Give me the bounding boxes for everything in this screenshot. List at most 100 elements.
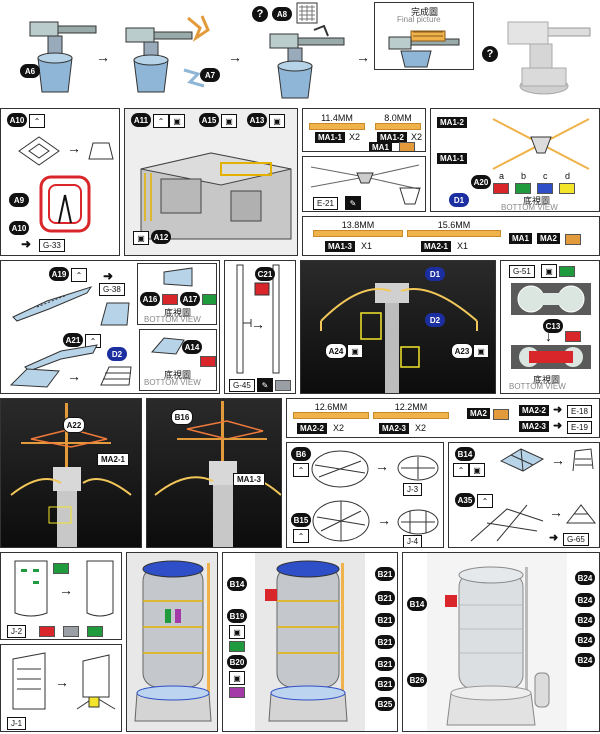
funnel-j1-flat bbox=[12, 652, 46, 710]
glue-icon: ▣ bbox=[229, 625, 245, 639]
part-label-a35: A35 bbox=[455, 493, 475, 507]
fold-icon: ⌃ bbox=[71, 268, 87, 282]
code-ma1: MA1 bbox=[369, 142, 392, 151]
b15-frame-folded bbox=[397, 509, 439, 535]
funnel-photo-2-illustration bbox=[255, 553, 365, 731]
ref-arrow: ➜ bbox=[553, 404, 563, 416]
ma2-dims-panel: 12.6MM 12.2MM MA2-2 X2 MA2-3 X2 MA2 MA2-… bbox=[286, 398, 600, 438]
glue-icon: ▣ bbox=[473, 344, 489, 358]
step-arrow: → bbox=[96, 49, 110, 65]
fold-icon: ⌃ bbox=[153, 114, 169, 128]
part-label-b21-3: B21 bbox=[375, 613, 395, 627]
part-label-a11: A11 bbox=[131, 113, 151, 127]
bottom-view-en-3: BOTTOM VIEW bbox=[144, 378, 201, 387]
bottom-view-cn-2: 底視圖 bbox=[164, 308, 192, 318]
part-label-b24-4: B24 bbox=[575, 633, 595, 647]
orange-swatch-3 bbox=[493, 409, 509, 420]
orange-swatch bbox=[399, 142, 415, 151]
ref-g38: G-38 bbox=[99, 283, 125, 296]
part-label-d1b: D1 bbox=[425, 267, 445, 281]
dim-8-0mm: 8.0MM bbox=[375, 113, 421, 130]
gray-swatch-j2 bbox=[63, 626, 79, 637]
step-arrow: → bbox=[251, 316, 265, 332]
sub-b: b bbox=[521, 171, 527, 181]
ref-j2: J-2 bbox=[7, 625, 27, 638]
qty-x2c: X2 bbox=[333, 423, 345, 433]
glue-icon: ▣ bbox=[541, 264, 557, 278]
g51-panel: G-51 ▣ C13 ↓ 底視圖 BOTTOM VIEW bbox=[500, 260, 600, 394]
mast-side-panel: C21 → G-45 ✎ bbox=[224, 260, 296, 394]
final-gun-illustration bbox=[388, 30, 460, 68]
part-label-b6: B6 bbox=[291, 447, 311, 461]
code-ma2-3b: MA2-3 bbox=[519, 421, 550, 432]
ref-j3: J-3 bbox=[403, 483, 423, 496]
part-label-c13: C13 bbox=[543, 319, 563, 333]
sub-d: d bbox=[565, 171, 571, 181]
code-ma1-3: MA1-3 bbox=[325, 241, 356, 252]
step-arrow: → bbox=[375, 458, 389, 474]
code-ma1c: MA1 bbox=[509, 233, 532, 244]
part-label-a21: A21 bbox=[63, 333, 83, 347]
part-label-b24-2: B24 bbox=[575, 593, 595, 607]
red-swatch-a14 bbox=[200, 356, 216, 367]
step-arrow-down: ↓ bbox=[545, 328, 552, 344]
b14-a35-panel: B14 ⌃ ▣ → A35 ⌃ → ➜ G-65 bbox=[448, 442, 600, 548]
qty-x1: X1 bbox=[361, 241, 373, 251]
step-arrow: → bbox=[55, 674, 69, 690]
part-label-a19: A19 bbox=[49, 267, 69, 281]
part-label-b20: B20 bbox=[227, 655, 247, 669]
e21-detail-shape bbox=[399, 187, 421, 205]
dim-12-6mm: 12.6MM bbox=[293, 402, 369, 419]
a35-part-flat bbox=[470, 504, 544, 542]
bottom-view-cn-4: 底視圖 bbox=[533, 375, 561, 385]
funnel-photo-1-illustration bbox=[134, 560, 212, 722]
mast-pole-illustration bbox=[236, 264, 280, 374]
final-picture-en: Final picture bbox=[397, 15, 441, 24]
mast-photo-1-illustration bbox=[10, 403, 132, 547]
part-label-a7: A7 bbox=[200, 68, 220, 82]
part-label-a10: A10 bbox=[7, 113, 27, 127]
glue-icon: ▣ bbox=[169, 114, 185, 128]
part-label-b14: B14 bbox=[455, 447, 475, 461]
ref-arrow: ➜ bbox=[549, 532, 559, 544]
sub-c: c bbox=[543, 171, 548, 181]
g51-part-top bbox=[511, 283, 591, 315]
funnel-photo-1 bbox=[126, 552, 218, 732]
part-label-a23: A23 bbox=[451, 343, 473, 359]
part-label-d1: D1 bbox=[449, 193, 469, 207]
a19-folded bbox=[100, 302, 130, 326]
step-arrow: → bbox=[549, 504, 563, 520]
ref-e21: E-21 bbox=[313, 197, 338, 210]
j1-panel: → J-1 bbox=[0, 644, 122, 732]
code-ma2: MA2 bbox=[537, 233, 560, 244]
funnel-j2-folded bbox=[86, 560, 114, 617]
b14-part-flat bbox=[499, 448, 545, 472]
part-label-b25: B25 bbox=[375, 697, 395, 711]
mast-photo-1: A22 MA2-1 bbox=[0, 398, 142, 548]
part-label-b21-4: B21 bbox=[375, 635, 395, 649]
part-label-b19: B19 bbox=[227, 609, 247, 623]
ref-arrow: ➜ bbox=[21, 237, 32, 251]
gun-illustration-3 bbox=[269, 24, 345, 99]
qty-x2: X2 bbox=[349, 132, 361, 142]
part-label-a13: A13 bbox=[247, 113, 267, 127]
a21-bottom-shape bbox=[150, 337, 185, 355]
a21-folded bbox=[100, 366, 132, 386]
final-picture-panel: 完成圖 Final picture bbox=[374, 2, 474, 70]
code-ma1-2b: MA1-2 bbox=[437, 117, 468, 128]
gun-assembly-row: A6 → A7 → ? A8 → 完成圖 Final picture bbox=[0, 0, 600, 104]
a10-part-folded bbox=[88, 142, 114, 160]
ref-g51: G-51 bbox=[509, 265, 535, 278]
a9-frame-part bbox=[39, 175, 91, 233]
blue-swatch bbox=[537, 183, 553, 194]
a35-part-folded bbox=[565, 504, 597, 524]
step-arrow: → bbox=[228, 49, 242, 65]
question-icon: ? bbox=[252, 6, 268, 22]
part-label-a10b: A10 bbox=[9, 221, 29, 235]
dim-11-4mm: 11.4MM bbox=[309, 113, 365, 130]
glue-icon: ▣ bbox=[229, 671, 245, 685]
funnel-photo-3-panel: B14 B26 B24 B24 B24 B24 B24 bbox=[402, 552, 600, 732]
part-label-b24-1: B24 bbox=[575, 571, 595, 585]
code-ma1-1: MA1-1 bbox=[315, 132, 346, 143]
code-ma2-3: MA2-3 bbox=[379, 423, 410, 434]
